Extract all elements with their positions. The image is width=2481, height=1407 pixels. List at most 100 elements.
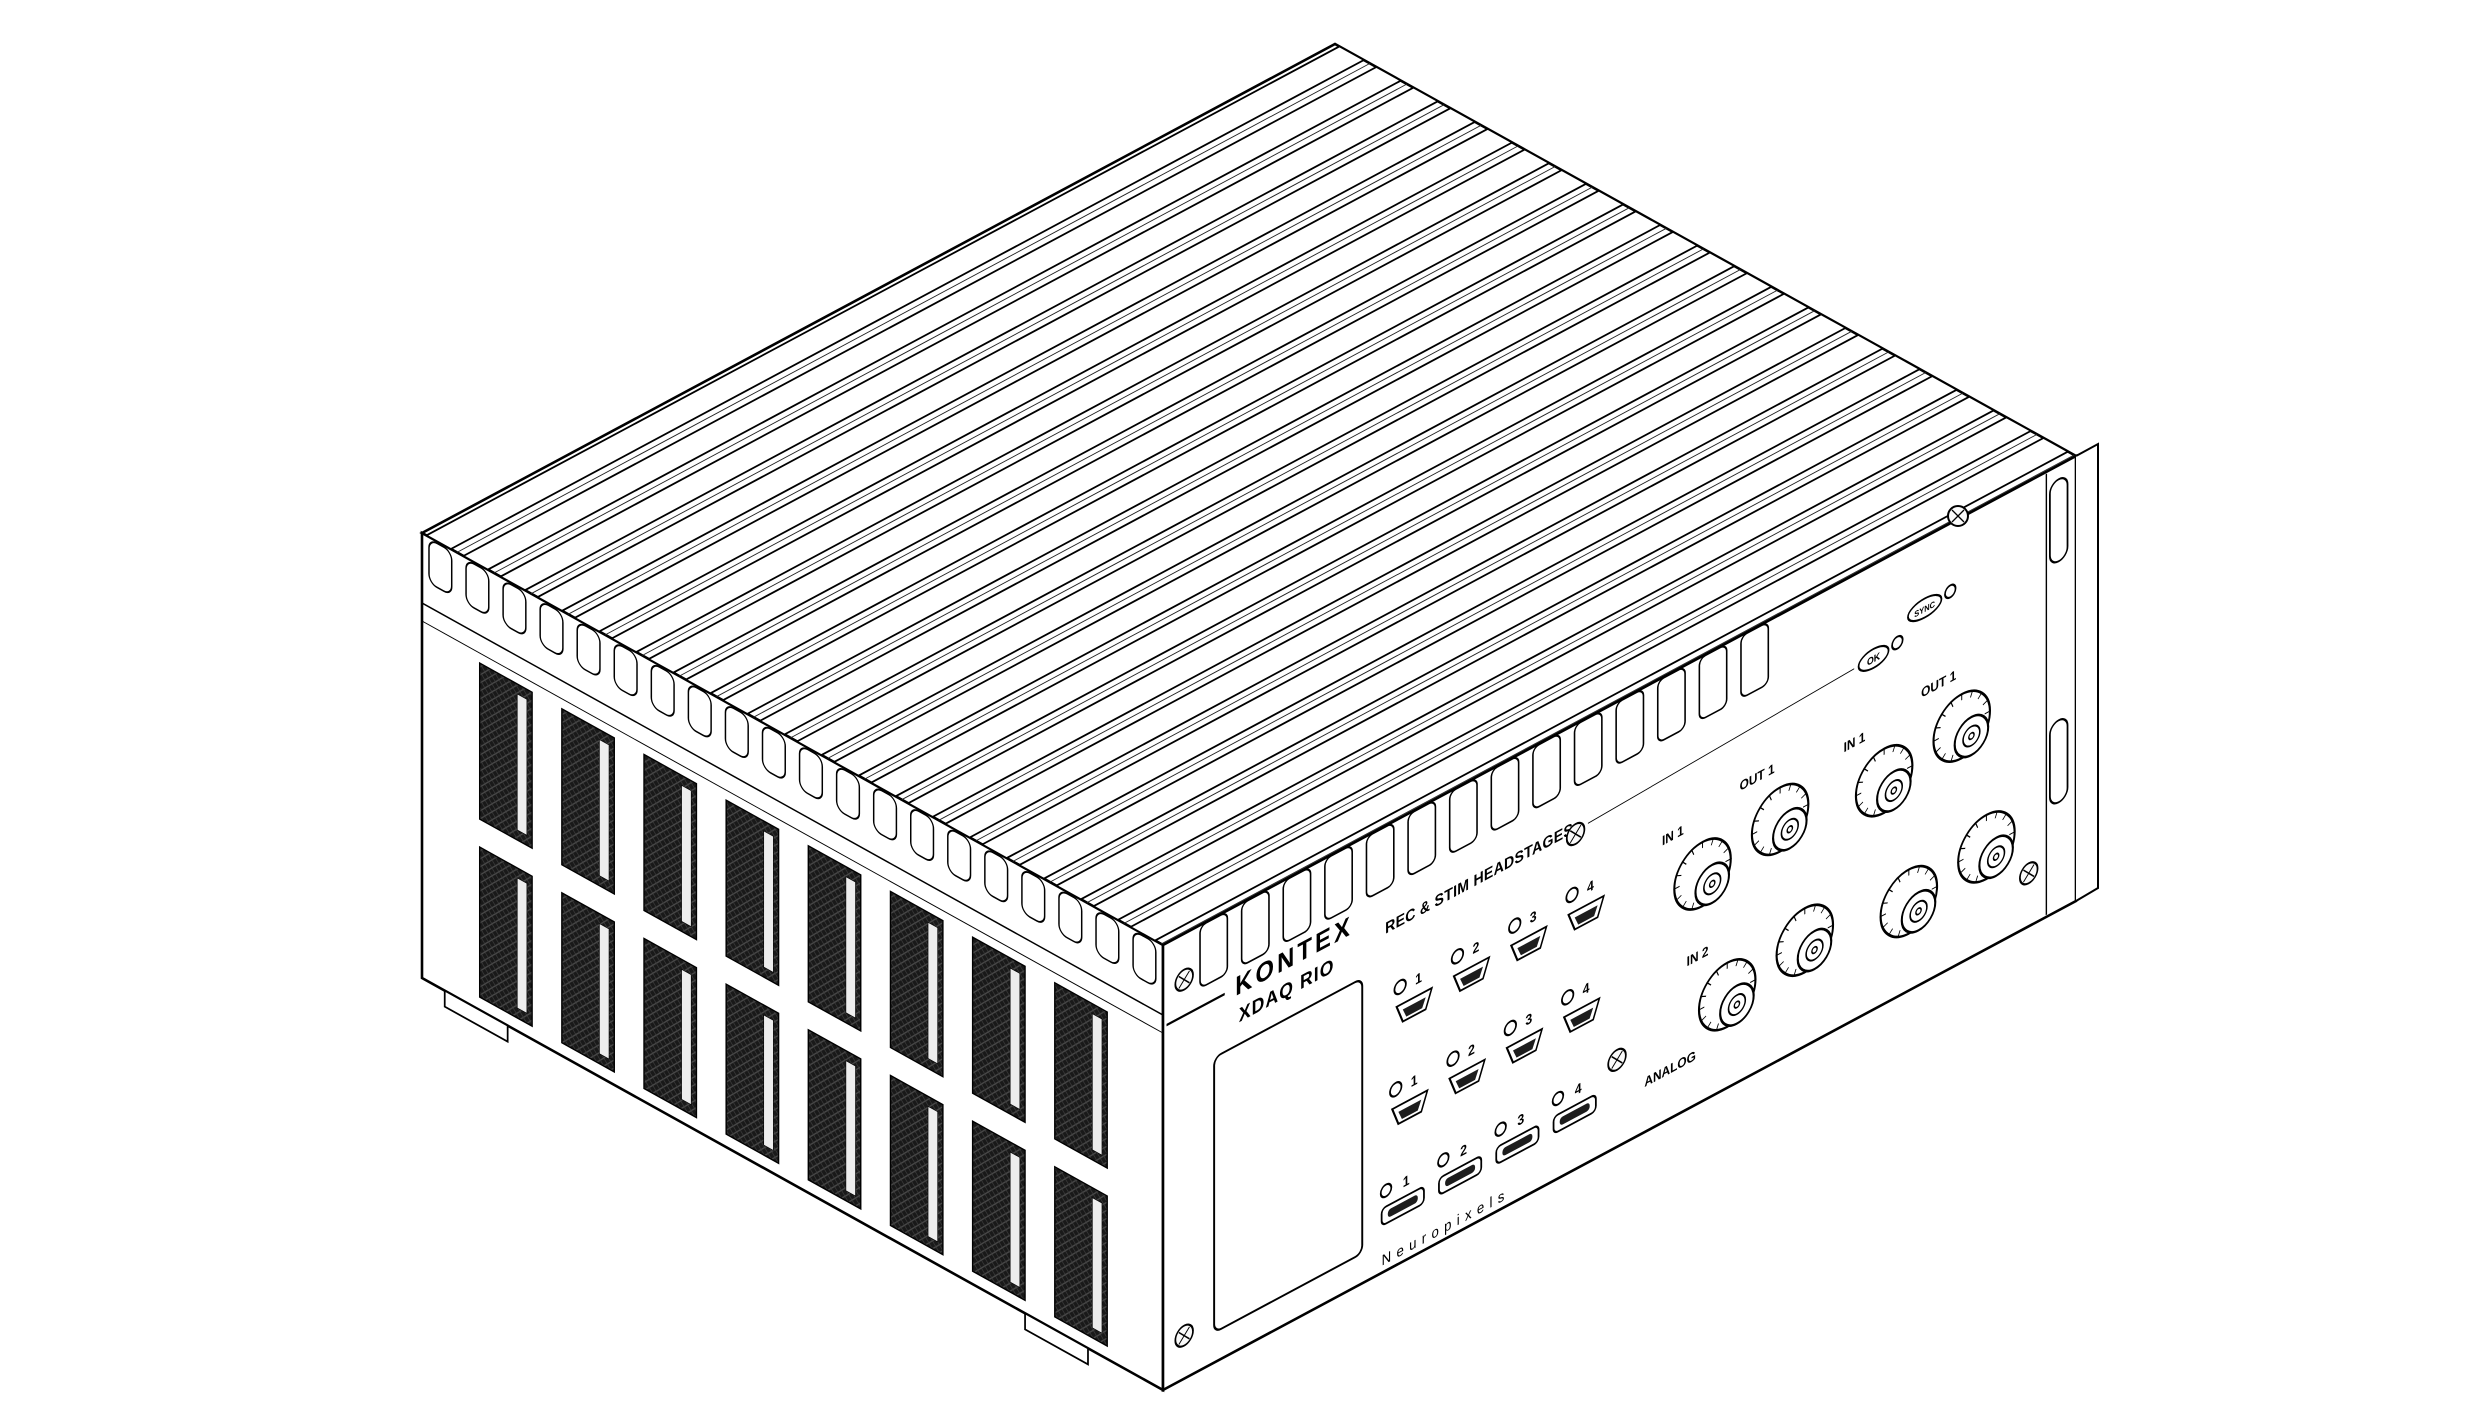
port-led (1393, 978, 1407, 996)
heatsink-fin (720, 210, 1663, 715)
heatsink-fin (1017, 375, 1959, 880)
heatsink-base-seam (422, 602, 1164, 1016)
blank-label-area (1213, 979, 1364, 1331)
screw-cross (1178, 1326, 1190, 1345)
fin-end-front (1615, 690, 1645, 764)
foot (443, 989, 509, 1044)
port-led (1437, 1152, 1450, 1168)
port-led (1508, 917, 1522, 934)
vent-louver-highlight (927, 921, 938, 1065)
vent-louver-highlight (1009, 1151, 1021, 1288)
flange-outer-face (2075, 442, 2099, 902)
vent-louver-highlight (763, 830, 774, 973)
heatsink-fin (758, 230, 1700, 736)
port-led (1551, 1090, 1565, 1107)
fin-end-tab (1058, 891, 1083, 944)
heatsink-fins (424, 45, 2075, 945)
port-number: 2 (1472, 937, 1479, 957)
screw (1607, 1047, 1627, 1072)
heatsink-fin (1091, 416, 2033, 921)
left-face-content (422, 541, 1164, 1366)
heatsink-fin (609, 148, 1552, 654)
heatsink-fin (498, 86, 1440, 592)
vent-louver-highlight (763, 1014, 774, 1151)
fin-valley-line (938, 330, 1852, 821)
headstage-port-slot (1455, 1068, 1479, 1089)
bnc-pin (1811, 945, 1818, 955)
headstage-port-slot (1398, 1099, 1422, 1120)
vent-louver-highlight (1009, 967, 1021, 1110)
bnc-connector (1957, 810, 2016, 884)
feet (443, 989, 1089, 1366)
screw (1947, 505, 1969, 527)
fin-end-front (1324, 846, 1353, 920)
screw (1174, 967, 1194, 992)
heatsink-fin (869, 292, 1811, 798)
screw (1565, 821, 1586, 847)
heatsink-fin (943, 333, 1885, 839)
fin-valley-line (1160, 454, 2075, 945)
vent-louver-highlight (516, 877, 528, 1014)
panel-screws (1174, 821, 2039, 1348)
screw (2019, 861, 2039, 886)
vent-louver-highlight (599, 923, 610, 1060)
heatsink-fin (795, 251, 1737, 757)
headstage-port-slot (1460, 966, 1484, 986)
bnc-pin (1786, 825, 1794, 834)
port-number: 3 (1525, 1009, 1532, 1029)
screw-cross (1569, 824, 1582, 844)
headstage-port-slot (1512, 1038, 1536, 1058)
heatsink-fin (424, 45, 1366, 551)
fin-valley-line (1123, 434, 2038, 924)
port-number: 2 (1460, 1140, 1467, 1160)
bnc-connector: IN 2 (1687, 943, 1757, 1032)
fin-end-tab (687, 685, 712, 738)
fin-end-tab (1132, 932, 1157, 985)
heatsink-fin-ends (428, 541, 1157, 985)
fin-valley-line (790, 248, 1704, 739)
heatsink-fin (1054, 395, 1996, 901)
extra-details (1947, 442, 2099, 902)
fin-valley-line (1086, 413, 2001, 904)
bnc-connector (1879, 864, 1939, 939)
port-led (1446, 1050, 1460, 1067)
bnc-connector (1775, 903, 1835, 977)
fin-end-front (1573, 712, 1603, 787)
heatsink-fin (1128, 436, 2070, 942)
bnc-pin (1915, 907, 1922, 916)
fin-valley-line (604, 145, 1519, 636)
fin-end-tab (1095, 912, 1120, 965)
fin-end-front (1656, 667, 1686, 742)
fin-valley-line (753, 227, 1667, 718)
heatsink-fin-ends-front (1199, 623, 1770, 987)
fin-end-front (1698, 645, 1728, 720)
heatsink-fin (832, 272, 1774, 777)
port-number: 1 (1411, 1071, 1418, 1091)
fin-valley-line (901, 310, 1815, 801)
port-number: 2 (1468, 1040, 1475, 1060)
heatsink-fin (461, 65, 1403, 571)
vent-louver-highlight (927, 1105, 938, 1243)
foot (1024, 1311, 1089, 1366)
sync-led (1944, 583, 1957, 600)
port-number: 4 (1587, 876, 1594, 896)
fin-valley-line (456, 63, 1371, 553)
heatsink-fin (906, 313, 1848, 818)
port-led (1494, 1121, 1507, 1137)
headstage-port-slot (1517, 935, 1541, 956)
flange-slot-top (2049, 477, 2069, 564)
vent-louver-highlight (681, 968, 692, 1106)
ok-indicator: OK (1857, 634, 1904, 672)
heatsink-fin (572, 127, 1514, 633)
vent-louver-highlight (845, 876, 856, 1019)
screw (1174, 1323, 1194, 1348)
heatsink-fin (980, 354, 1922, 860)
fin-end-front (1199, 913, 1229, 987)
vent-louver-highlight (1092, 1013, 1103, 1156)
flange-slot-bottom (2049, 718, 2069, 805)
fin-end-tab (465, 561, 490, 614)
port-number: 3 (1517, 1109, 1524, 1129)
sync-indicator-outline (1907, 593, 1943, 623)
heatsink-fin (646, 169, 1589, 674)
